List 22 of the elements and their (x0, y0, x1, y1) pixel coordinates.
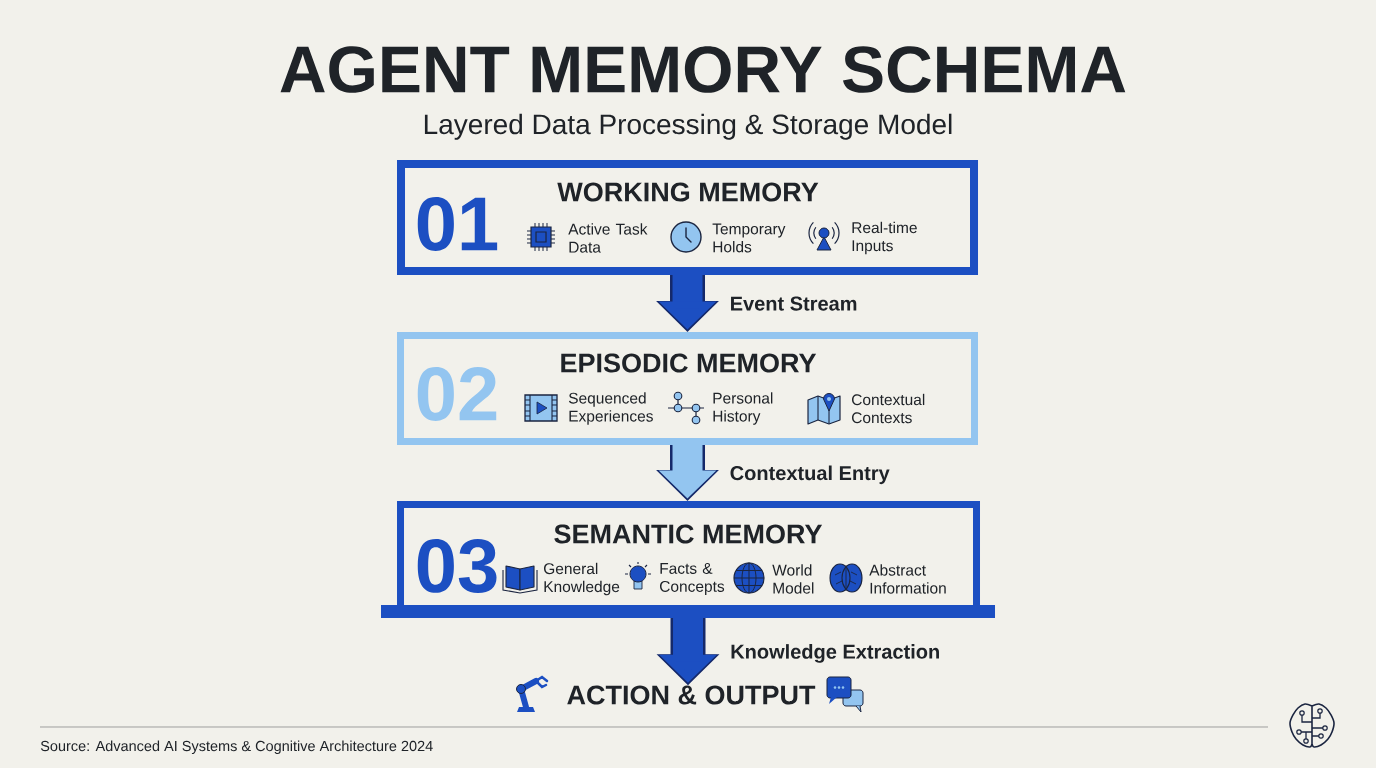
title: AGENT MEMORY SCHEMA (280, 46, 1126, 93)
edge-label: Event Stream (731, 296, 857, 311)
layer-heading: WORKING MEMORY (557, 182, 819, 202)
item-label: Real-time Inputs (852, 221, 917, 255)
layer-number: 03 (417, 539, 497, 593)
edge-label: Knowledge Extraction (731, 644, 939, 663)
layer-heading: SEMANTIC MEMORY (554, 524, 823, 544)
item-label: Personal History (713, 392, 773, 425)
layer-number: 01 (417, 197, 498, 251)
item-label: Facts & Concepts (660, 563, 725, 595)
item-label: Sequenced Experiences (568, 392, 653, 425)
item-label: Abstract Information (869, 564, 946, 594)
layer-number: 02 (417, 367, 497, 421)
item-label: World Model (772, 564, 814, 594)
edge-label: Contextual Entry (730, 465, 890, 485)
item-label: Contextual Contexts (852, 393, 925, 424)
item-label: General Knowledge (544, 562, 620, 596)
item-label: Active Task Data (568, 223, 648, 253)
source-note: Source: Advanced AI Systems & Cognitive Architecture 2024 (40, 740, 433, 754)
item-label: Temporary Holds (712, 223, 786, 253)
layer-heading: EPISODIC MEMORY (561, 353, 817, 373)
output-label: ACTION & OUTPUT (567, 685, 816, 705)
